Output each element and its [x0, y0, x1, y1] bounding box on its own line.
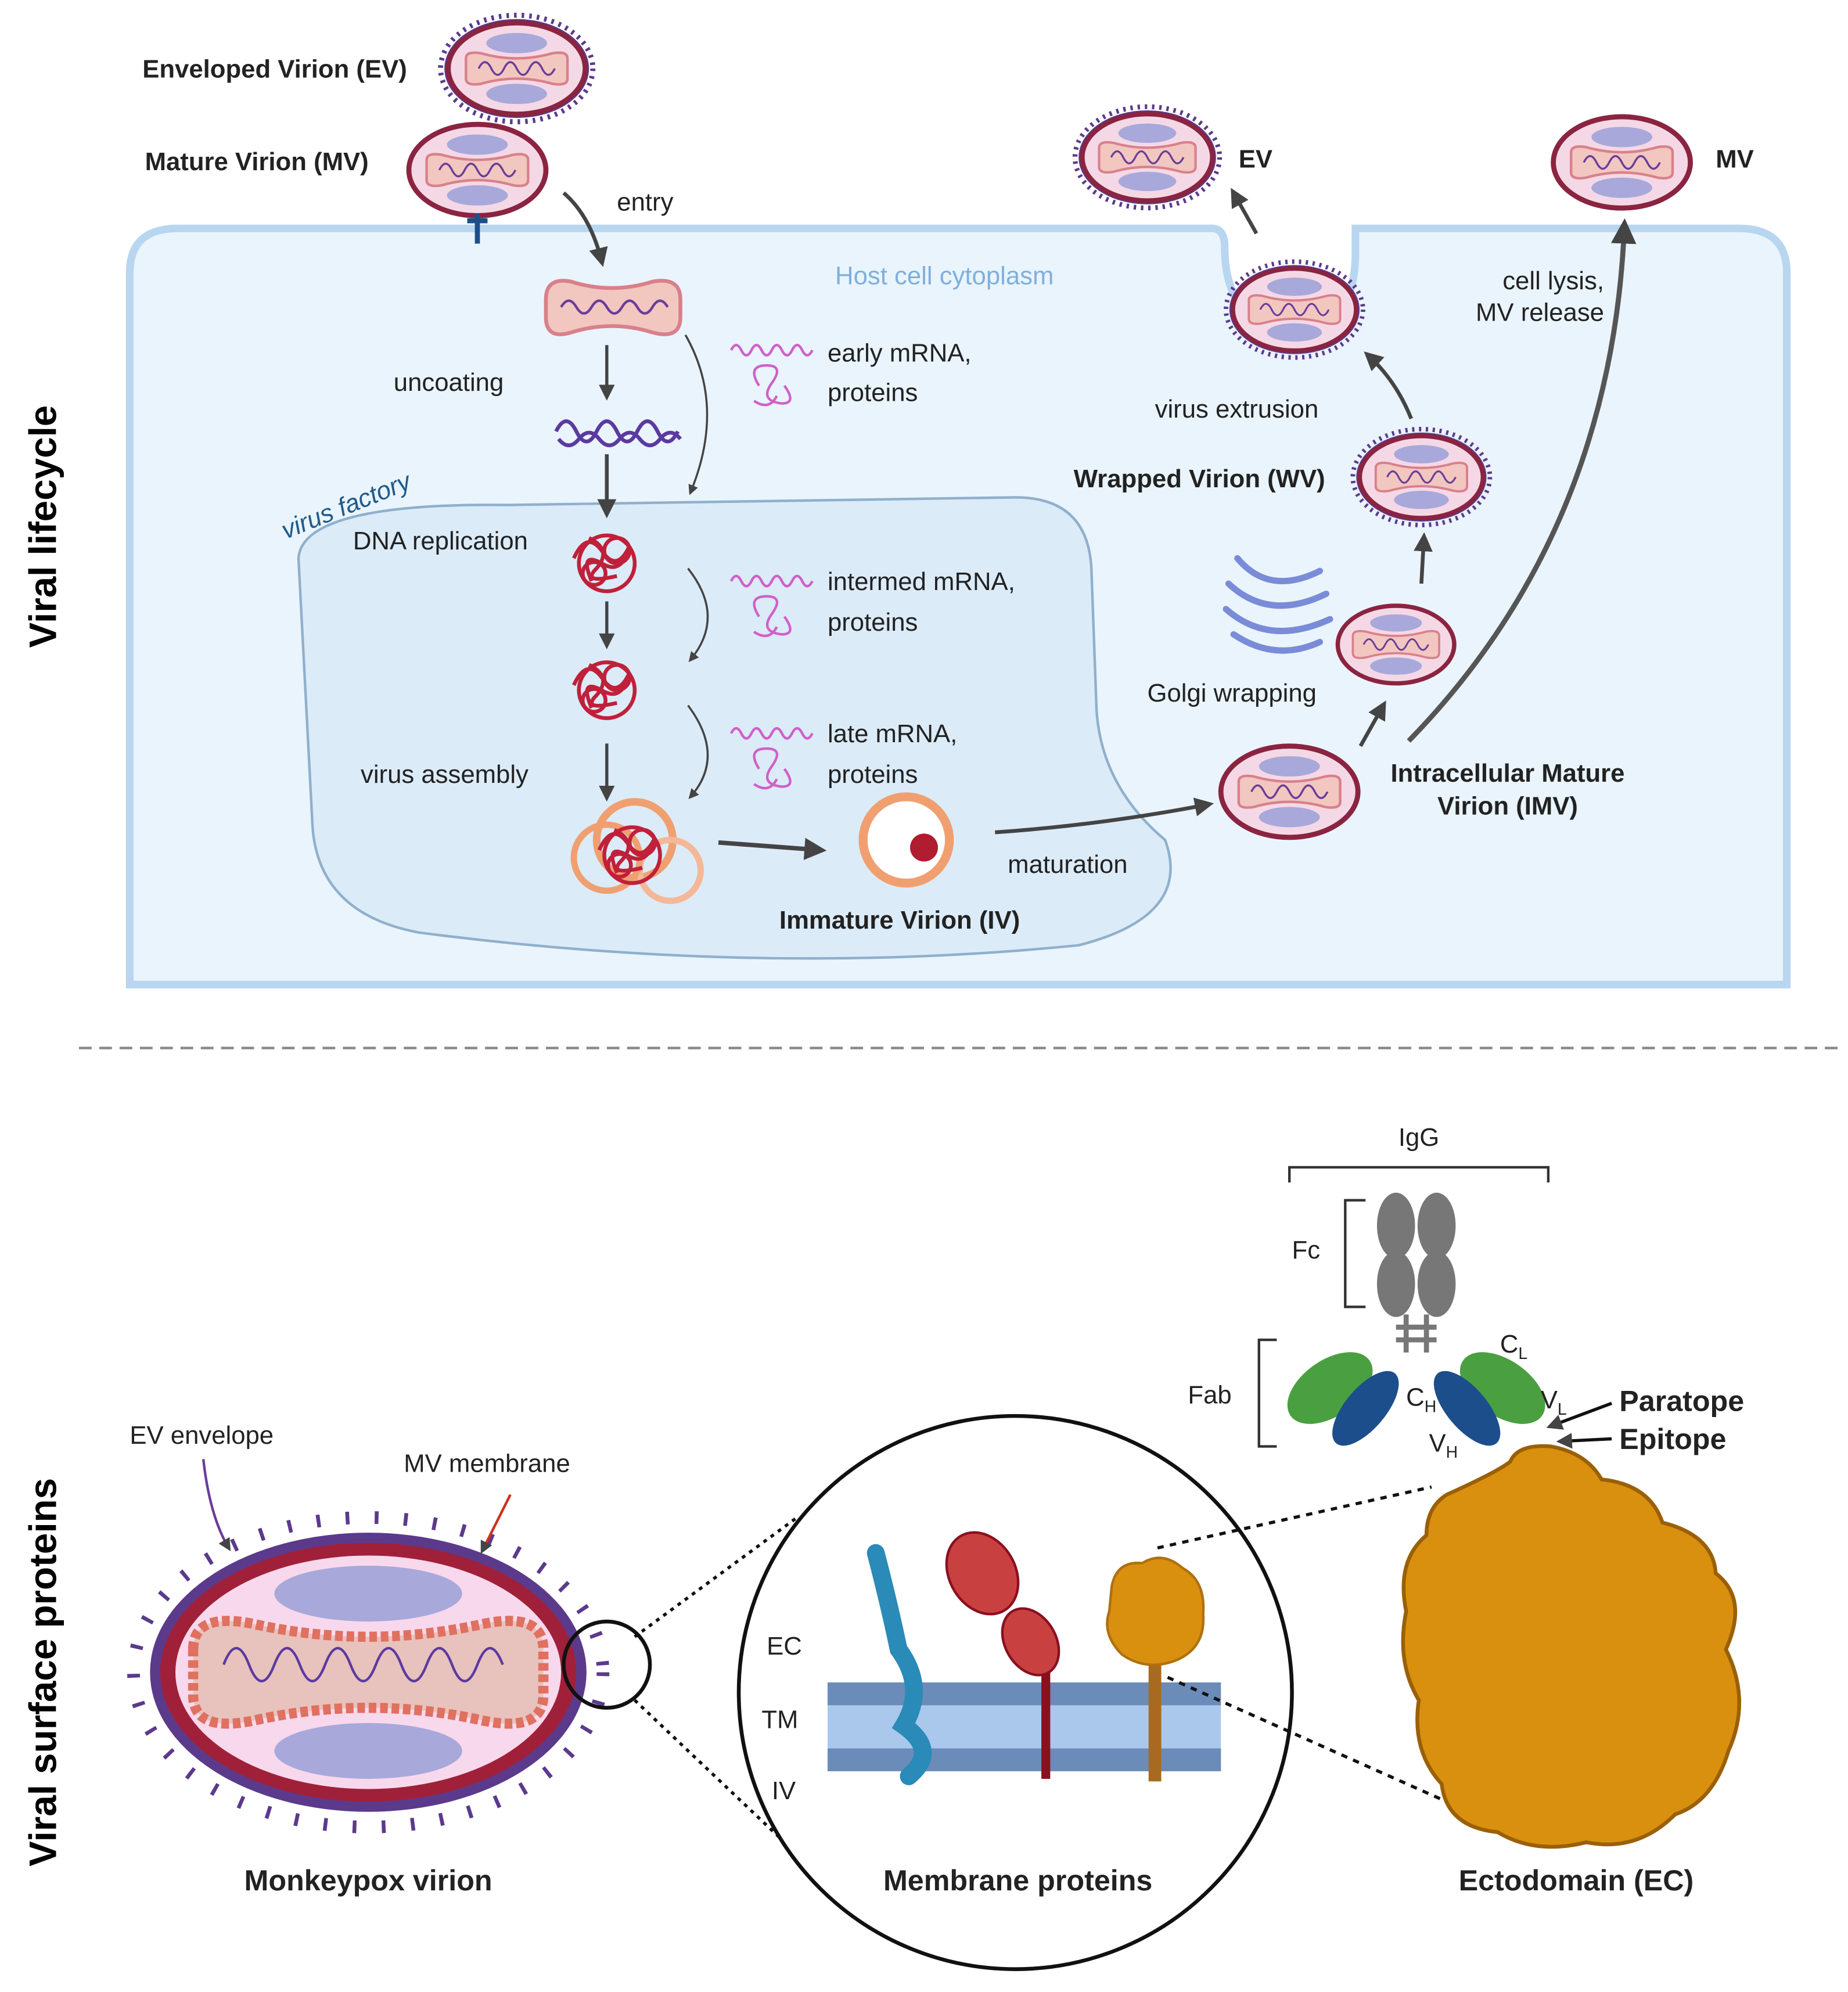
host-cell-label: Host cell cytoplasm	[835, 261, 1054, 290]
ch-label: CH	[1406, 1383, 1436, 1416]
golgi-icon	[1223, 555, 1333, 654]
tm-label: TM	[761, 1706, 798, 1734]
entry-arrow	[562, 191, 608, 267]
virus-assembly-label: virus assembly	[361, 760, 528, 789]
membrane-proteins-label: Membrane proteins	[883, 1864, 1152, 1897]
immature-virion-icon	[858, 792, 954, 888]
ectodomain-label: Ectodomain (EC)	[1459, 1864, 1694, 1897]
blue-membrane-protein	[867, 1544, 932, 1785]
section-title-surface: Viral surface proteins	[22, 1478, 64, 1867]
monkeypox-virion-label: Monkeypox virion	[245, 1864, 492, 1897]
golgi-virion-icon	[1338, 606, 1454, 684]
mature-virion-icon	[409, 124, 546, 215]
released-mv-icon	[1554, 117, 1691, 208]
intermed-proteins-label: proteins	[828, 608, 918, 637]
orange-membrane-protein	[1106, 1556, 1205, 1782]
released-dna-icon	[554, 419, 682, 448]
enveloped-virion-label: Enveloped Virion (EV)	[142, 55, 407, 83]
ec-label: EC	[767, 1632, 802, 1660]
igg-bracket	[1288, 1166, 1550, 1183]
dna-replication-label: DNA replication	[353, 527, 528, 555]
cell-lysis-label-line1: cell lysis,	[1502, 267, 1604, 295]
entry-label: entry	[617, 188, 673, 217]
maturation-arrow	[995, 797, 1214, 835]
paratope-label: Paratope	[1619, 1385, 1744, 1417]
arrow	[1358, 700, 1386, 747]
epitope-label: Epitope	[1619, 1423, 1726, 1455]
zoom-callout-circle	[562, 1619, 652, 1710]
arrow	[718, 837, 827, 860]
imv-label-line2: Virion (IMV)	[1437, 792, 1578, 821]
imv-icon	[1221, 746, 1358, 837]
uncoating-label: uncoating	[394, 368, 504, 397]
wrapped-virion-label: Wrapped Virion (WV)	[1074, 465, 1325, 493]
monkeypox-virion-icon	[127, 1511, 610, 1833]
late-proteins-label: proteins	[828, 760, 918, 789]
released-ev-icon	[1075, 107, 1220, 208]
iv-label: IV	[772, 1777, 796, 1805]
early-proteins-label: proteins	[828, 378, 918, 407]
late-mrna-label: late mRNA,	[828, 720, 957, 748]
fab-label: Fab	[1188, 1380, 1231, 1409]
cell-lysis-label-line2: MV release	[1476, 299, 1604, 327]
intermed-mrna-label: intermed mRNA,	[828, 567, 1015, 596]
paratope-arrow	[1546, 1401, 1613, 1430]
golgi-wrapping-label: Golgi wrapping	[1148, 679, 1317, 707]
red-membrane-protein	[945, 1531, 1060, 1779]
arrow	[1364, 351, 1413, 420]
vh-label: VH	[1429, 1429, 1458, 1462]
uncoated-core-icon	[544, 279, 682, 336]
igg-antibody-icon	[1287, 1192, 1545, 1446]
ectodomain-shape	[1401, 1444, 1741, 1849]
cl-label: CL	[1500, 1330, 1527, 1363]
ev-envelope-label: EV envelope	[130, 1421, 274, 1450]
arrow	[687, 567, 709, 663]
immature-virion-label: Immature Virion (IV)	[779, 906, 1020, 934]
assembly-icon	[570, 798, 704, 904]
epitope-arrow	[1556, 1433, 1612, 1449]
mv-membrane-label: MV membrane	[404, 1449, 570, 1477]
early-mrna-label: early mRNA,	[828, 339, 972, 368]
fc-label: Fc	[1292, 1236, 1321, 1264]
mv-released-label: MV	[1716, 145, 1754, 173]
arrow	[1414, 532, 1433, 584]
arrow	[684, 334, 709, 495]
ev-released-label: EV	[1239, 145, 1272, 173]
vl-label: VL	[1541, 1386, 1567, 1419]
arrow	[687, 704, 709, 799]
fc-bracket	[1344, 1199, 1366, 1308]
virus-extrusion-label: virus extrusion	[1155, 395, 1319, 423]
fab-bracket	[1257, 1338, 1277, 1448]
mature-virion-label: Mature Virion (MV)	[145, 148, 369, 176]
igg-label: IgG	[1398, 1123, 1439, 1152]
section-title-lifecycle: Viral lifecycle	[22, 405, 64, 648]
arrow	[1231, 188, 1259, 235]
receptor-icon	[467, 213, 488, 244]
enveloped-virion-icon	[441, 15, 593, 122]
maturation-label: maturation	[1008, 850, 1127, 879]
imv-label-line1: Intracellular Mature	[1390, 759, 1624, 788]
cell-lysis-arrow	[1407, 218, 1637, 743]
